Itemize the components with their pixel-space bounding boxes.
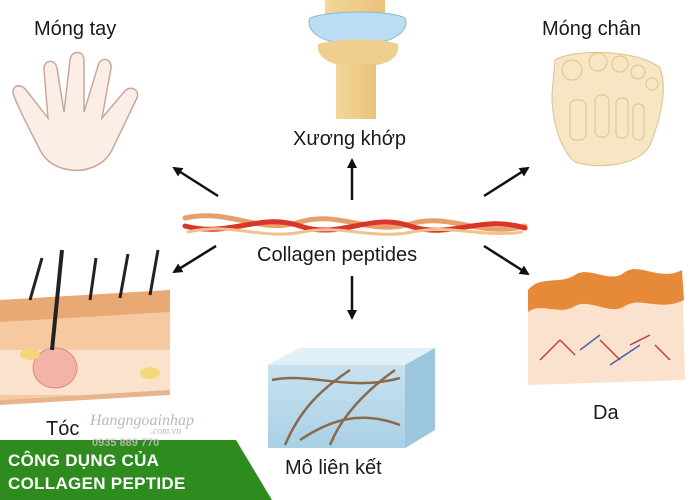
hair-follicle-icon — [0, 249, 170, 405]
arrows — [172, 158, 530, 320]
banner-background — [0, 440, 272, 500]
knee-joint-icon — [308, 0, 407, 119]
skin-layer-icon — [528, 269, 685, 385]
connective-tissue-icon — [268, 348, 435, 448]
label-collagen-peptides: Collagen peptides — [257, 244, 418, 266]
label-toenail: Móng chân — [542, 18, 641, 40]
label-joint: Xương khớp — [293, 128, 407, 150]
label-fingernail: Móng tay — [34, 18, 117, 40]
collagen-strand-icon — [182, 213, 528, 236]
hand-icon — [12, 51, 139, 172]
watermark-phone: 0935 889 770 — [92, 437, 160, 449]
foot-bones-icon — [551, 51, 664, 167]
label-skin: Da — [593, 402, 619, 424]
watermark-site: Hangngoainhap — [90, 412, 194, 429]
banner-title-line2: COLLAGEN PEPTIDE — [8, 474, 186, 493]
banner-title-line1: CÔNG DỤNG CỦA — [8, 451, 160, 470]
label-connective-tissue: Mô liên kết — [285, 457, 382, 479]
watermark-domain: .com.vn — [150, 426, 182, 437]
label-hair: Tóc — [46, 418, 80, 440]
